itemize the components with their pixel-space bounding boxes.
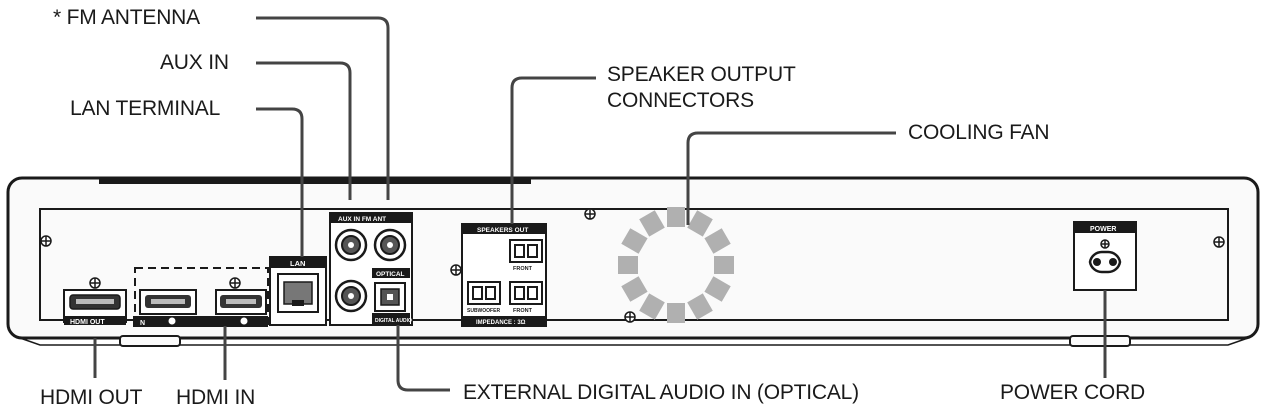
cooling-fan-leader: [686, 131, 896, 225]
optical-panel-label: OPTICAL: [376, 271, 405, 278]
screw-icon: [1213, 236, 1225, 248]
screw-icon: [624, 311, 636, 323]
screw-icon: [89, 277, 101, 289]
speaker-output-callout: SPEAKER OUTPUT CONNECTORS: [607, 63, 796, 113]
lan-terminal-callout: LAN TERMINAL: [70, 97, 221, 120]
front-left-label: FRONT: [513, 308, 533, 314]
optical-port: [374, 282, 406, 312]
hdmi-in-group: N: [133, 267, 269, 327]
aux-in-right-jack: [334, 279, 368, 313]
speaker-output-leader: [510, 76, 596, 224]
screw-icon: [40, 235, 52, 247]
fm-antenna-jack: [373, 228, 407, 262]
screw-icon: [584, 208, 596, 220]
speakers-out-panel-label: SPEAKERS OUT: [477, 227, 528, 234]
cooling-fan: [618, 207, 734, 323]
subwoofer-label: SUBWOOFER: [467, 308, 500, 314]
power-panel-label: POWER: [1090, 226, 1116, 233]
leader-lines: [93, 16, 1107, 392]
speaker-output-block: SPEAKERS OUT FRONT SUBWOOFER FRONT IMPED…: [461, 223, 547, 327]
lan-port: LAN: [269, 256, 327, 326]
screw-icon: [229, 277, 241, 289]
aux-in-leader: [256, 61, 352, 200]
fm-antenna-callout: * FM ANTENNA: [53, 6, 200, 29]
hdmi-out-port: HDMI OUT: [63, 289, 127, 326]
impedance-panel-label: IMPEDANCE : 3Ω: [476, 320, 526, 326]
hdmi-in-callout: HDMI IN: [176, 386, 256, 409]
front-left-terminal: FRONT: [509, 281, 543, 314]
hdmi-out-panel-label: HDMI OUT: [70, 319, 105, 326]
fm-antenna-leader: [256, 16, 390, 200]
subwoofer-terminal: SUBWOOFER: [467, 281, 501, 314]
external-digital-audio-in-callout: EXTERNAL DIGITAL AUDIO IN (OPTICAL): [463, 381, 859, 404]
hdmi-out-callout: HDMI OUT: [40, 386, 143, 409]
cooling-fan-callout: COOLING FAN: [908, 121, 1050, 144]
power-socket: POWER: [1073, 221, 1137, 291]
aux-in-left-jack: [334, 228, 368, 262]
screw-icon: [450, 264, 462, 276]
hdmi-in-panel-tag: N: [140, 320, 145, 327]
aux-fm-optical-block: AUX IN FM ANT OPTICAL DIGITAL AUDIO: [329, 212, 413, 326]
aux-in-callout: AUX IN: [160, 51, 229, 74]
screw-icons: [40, 208, 1225, 323]
aux-fm-panel-label: AUX IN FM ANT: [338, 216, 386, 223]
optical-leader: [396, 325, 450, 392]
lan-terminal-leader: [256, 107, 304, 257]
digital-audio-panel-label: DIGITAL AUDIO: [375, 318, 412, 324]
front-right-terminal: FRONT: [509, 239, 543, 272]
power-cord-callout: POWER CORD: [1000, 381, 1146, 404]
lan-panel-label: LAN: [290, 259, 305, 268]
front-right-label: FRONT: [513, 266, 533, 272]
